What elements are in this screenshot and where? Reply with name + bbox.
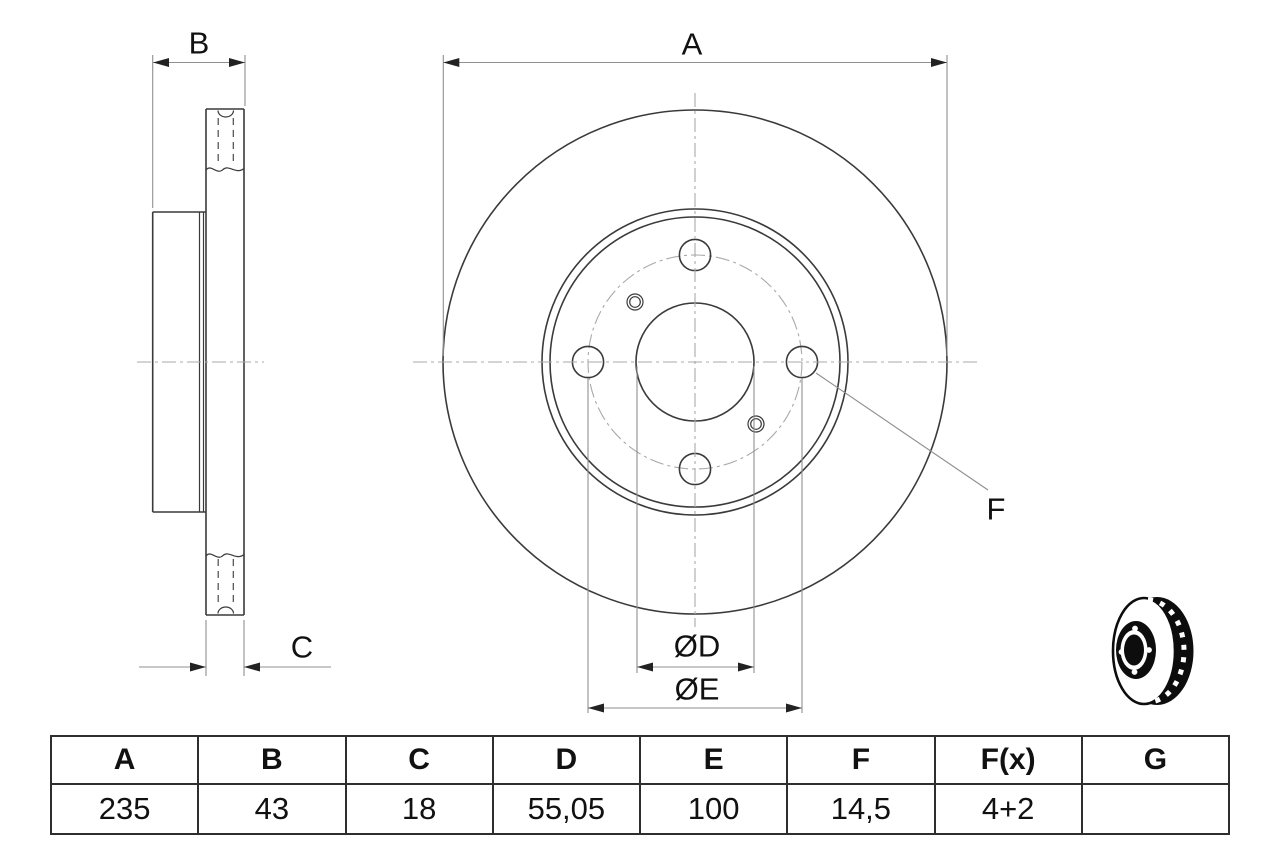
front-view	[413, 93, 977, 627]
dim-label-diameter-e: ØE	[674, 671, 720, 707]
dimension-table: A B C D E F F(x) G 235 43 18 55,05 100 1…	[49, 735, 1231, 835]
table-value-d: 55,05	[491, 783, 642, 835]
dim-label-diameter-d: ØD	[673, 628, 721, 664]
table-value-c: 18	[344, 783, 494, 835]
table-value-b: 43	[197, 783, 347, 835]
table-header-a: A	[49, 735, 200, 785]
table-value-a: 235	[49, 783, 200, 835]
table-value-g	[1080, 783, 1231, 835]
table-header-f: F	[786, 735, 936, 785]
table-value-fx: 4+2	[933, 783, 1083, 835]
table-header-c: C	[344, 735, 494, 785]
brake-disc-3d-icon	[1111, 596, 1194, 706]
table-value-f: 14,5	[786, 783, 936, 835]
dimension-table-value-row: 235 43 18 55,05 100 14,5 4+2	[49, 783, 1231, 835]
dim-label-f: F	[986, 491, 1006, 527]
dimension-table-header-row: A B C D E F F(x) G	[49, 735, 1231, 785]
table-header-e: E	[638, 735, 789, 785]
dim-label-b: B	[188, 25, 210, 61]
table-header-b: B	[197, 735, 347, 785]
table-value-e: 100	[638, 783, 789, 835]
dimension-lines	[139, 55, 989, 713]
side-view	[137, 108, 264, 616]
dim-label-c: C	[290, 629, 314, 665]
table-header-g: G	[1080, 735, 1231, 785]
table-header-fx: F(x)	[933, 735, 1083, 785]
dim-label-a: A	[681, 26, 703, 62]
table-header-d: D	[491, 735, 642, 785]
